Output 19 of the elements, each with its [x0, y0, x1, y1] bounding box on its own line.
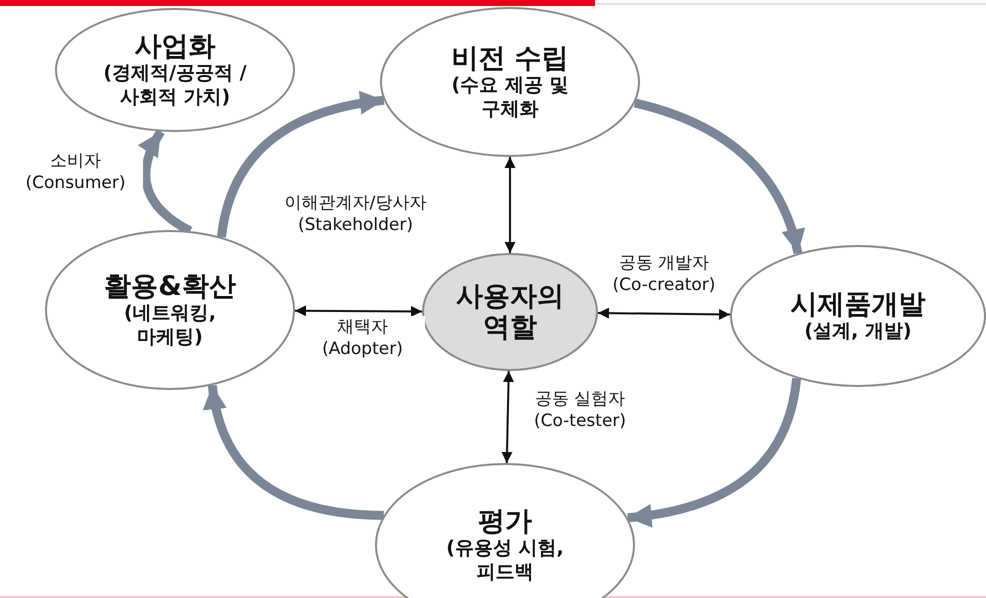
node-title: 시제품개발: [790, 288, 926, 320]
node-subtitle: (유용성 시험, 피드백: [445, 536, 565, 584]
node-title: 사업화: [134, 30, 216, 62]
curved-arrow: [204, 384, 384, 520]
node-title: 활용&확산: [104, 270, 236, 302]
double-arrow: [598, 308, 730, 320]
double-arrow: [504, 157, 516, 253]
double-arrow: [502, 370, 514, 464]
node-title: 평가: [478, 506, 532, 537]
curved-arrow: [216, 92, 384, 238]
node-subtitle: (설계, 개발): [804, 320, 912, 344]
node-subtitle: (수요 제공 및 구체화: [450, 74, 570, 122]
node-subtitle: (네트워킹, 마케팅): [123, 302, 217, 350]
double-arrow: [294, 305, 422, 317]
node-title: 사용자의 역할: [455, 280, 565, 344]
node-subtitle: (경제적/공공적 /사회적 가치): [102, 62, 248, 110]
curved-arrow: [634, 98, 804, 254]
curved-arrow: [627, 378, 802, 527]
node-title: 비전 수립: [451, 42, 569, 74]
